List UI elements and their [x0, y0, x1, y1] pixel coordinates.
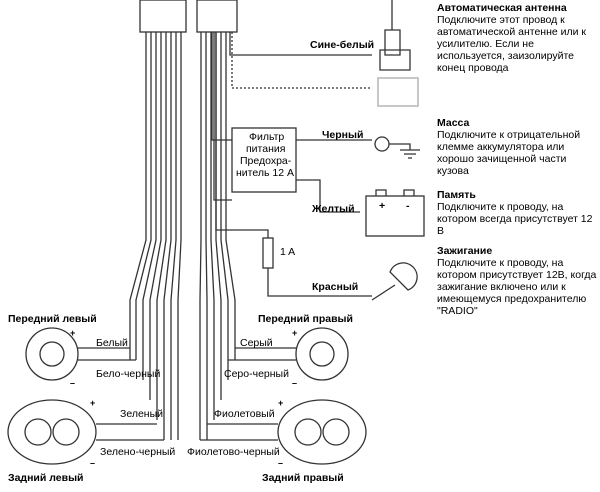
note-memory: Память Подключите к проводу, на котором …: [437, 189, 597, 237]
battery-icon: [365, 195, 425, 237]
rr-plus: +: [278, 398, 284, 408]
fr-plus: +: [292, 328, 298, 338]
note-ground-title: Масса: [437, 117, 470, 129]
note-ignition: Зажигание Подключите к проводу, на котор…: [437, 245, 597, 317]
wire-yellow: Желтый: [312, 203, 355, 215]
label-white: Белый: [96, 337, 128, 349]
label-gray: Серый: [240, 337, 273, 349]
note-antenna: Автоматическая антенна Подключите этот п…: [437, 2, 597, 74]
fl-plus: +: [70, 328, 76, 338]
label-violet-black: Фиолетово-черный: [187, 446, 280, 458]
rear-left-title: Задний левый: [8, 472, 84, 484]
rr-minus: –: [278, 458, 284, 468]
fuse-1a: [262, 237, 274, 269]
wire-black: Черный: [322, 129, 364, 141]
label-green-black: Зелено-черный: [100, 446, 176, 458]
ground-icon: [389, 143, 420, 159]
note-ignition-title: Зажигание: [437, 245, 493, 257]
front-left-title: Передний левый: [8, 313, 97, 325]
rl-minus: –: [90, 458, 96, 468]
rear-right-speaker: [277, 399, 367, 465]
battery-minus: -: [406, 200, 410, 212]
filter-line4: нитель 12 А: [236, 167, 294, 179]
label-white-black: Бело-черный: [96, 368, 161, 380]
left-connector: [139, 0, 187, 33]
rear-left-speaker: [7, 399, 97, 465]
filter-line1: Фильтр: [249, 131, 285, 143]
fr-minus: –: [292, 378, 298, 388]
note-memory-title: Память: [437, 189, 476, 201]
fl-minus: –: [70, 378, 76, 388]
right-connector: [196, 0, 238, 33]
power-filter-box: [231, 127, 297, 193]
ignition-key-icon: [371, 262, 418, 301]
filter-line3: Предохра-: [240, 155, 292, 167]
rear-right-title: Задний правый: [262, 472, 344, 484]
antenna-icon: [379, 0, 411, 71]
label-gray-black: Серо-черный: [224, 368, 289, 380]
note-memory-text: Подключите к проводу, на котором всегда …: [437, 201, 593, 237]
note-ground: Масса Подключите к отрицательной клемме …: [437, 117, 597, 177]
note-antenna-text: Подключите этот провод к автоматической …: [437, 14, 587, 74]
front-right-title: Передний правый: [258, 313, 353, 325]
label-green: Зеленый: [120, 408, 164, 420]
note-ignition-text: Подключите к проводу, на котором присутс…: [437, 257, 597, 317]
front-right-speaker: [295, 327, 349, 381]
battery-plus: +: [379, 200, 386, 212]
rl-plus: +: [90, 398, 96, 408]
fuse-label: 1 A: [280, 246, 296, 258]
wire-blue-white: Сине-белый: [310, 39, 375, 51]
ground-terminal: [374, 136, 390, 152]
front-left-speaker: [25, 327, 79, 381]
note-ground-text: Подключите к отрицательной клемме аккуму…: [437, 129, 581, 177]
filter-line2: питания: [246, 143, 286, 155]
label-violet: Фиолетовый: [214, 408, 275, 420]
antenna-plug: [377, 77, 419, 107]
note-antenna-title: Автоматическая антенна: [437, 2, 567, 14]
wire-red: Красный: [312, 281, 359, 293]
